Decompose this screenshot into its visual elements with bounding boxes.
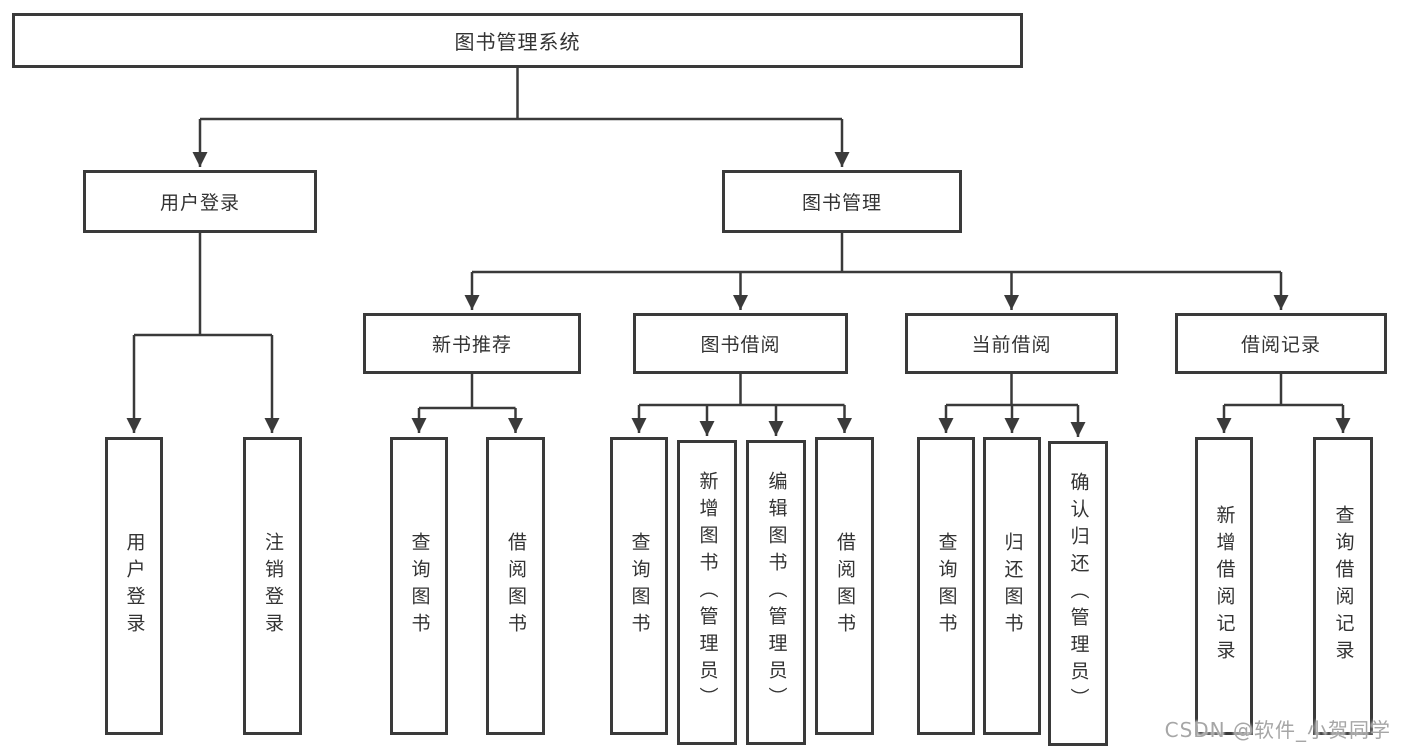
node-user-login-branch: 用户登录: [83, 170, 317, 233]
node-borrowing-records: 借阅记录: [1175, 313, 1387, 374]
node-label: 当前借阅: [971, 334, 1052, 356]
node-current-borrowing: 当前借阅: [905, 313, 1118, 374]
leaf-edit-book-admin: 编辑图书（管理员）: [746, 440, 806, 745]
leaf-label: 注销登录: [261, 532, 284, 640]
leaf-label: 借阅图书: [833, 532, 856, 640]
leaf-label: 归还图书: [1001, 532, 1024, 640]
leaf-query-books-recommend: 查询图书: [390, 437, 448, 735]
leaf-user-login: 用户登录: [105, 437, 163, 735]
leaf-return-books: 归还图书: [983, 437, 1041, 735]
leaf-borrow-books-borrowing: 借阅图书: [815, 437, 874, 735]
node-label: 图书管理: [801, 192, 882, 214]
node-label: 图书管理系统: [454, 30, 581, 54]
leaf-label: 查询图书: [628, 532, 651, 640]
leaf-add-borrow-record: 新增借阅记录: [1195, 437, 1253, 735]
leaf-label: 查询借阅记录: [1332, 505, 1355, 667]
node-label: 用户登录: [159, 192, 240, 214]
node-book-borrowing: 图书借阅: [633, 313, 848, 374]
leaf-label: 查询图书: [935, 532, 958, 640]
node-label: 借阅记录: [1240, 334, 1321, 356]
node-label: 新书推荐: [431, 334, 512, 356]
node-new-book-recommendation: 新书推荐: [363, 313, 581, 374]
leaf-label: 查询图书: [408, 532, 431, 640]
csdn-watermark: CSDN @软件_小贺同学: [1164, 718, 1391, 742]
node-book-management-system: 图书管理系统: [12, 13, 1023, 68]
leaf-logout: 注销登录: [243, 437, 302, 735]
leaf-label: 用户登录: [123, 532, 146, 640]
leaf-label: 借阅图书: [504, 532, 527, 640]
leaf-label: 新增图书（管理员）: [696, 471, 719, 714]
leaf-label: 新增借阅记录: [1213, 505, 1236, 667]
node-label: 图书借阅: [700, 334, 781, 356]
node-book-management-branch: 图书管理: [722, 170, 962, 233]
leaf-query-books-current: 查询图书: [917, 437, 975, 735]
leaf-confirm-return-admin: 确认归还（管理员）: [1048, 441, 1108, 746]
leaf-query-borrow-record: 查询借阅记录: [1313, 437, 1373, 735]
leaf-label: 确认归还（管理员）: [1067, 472, 1090, 715]
leaf-query-books-borrowing: 查询图书: [610, 437, 668, 735]
leaf-add-book-admin: 新增图书（管理员）: [677, 440, 737, 745]
leaf-borrow-books-recommend: 借阅图书: [486, 437, 545, 735]
leaf-label: 编辑图书（管理员）: [765, 471, 788, 714]
